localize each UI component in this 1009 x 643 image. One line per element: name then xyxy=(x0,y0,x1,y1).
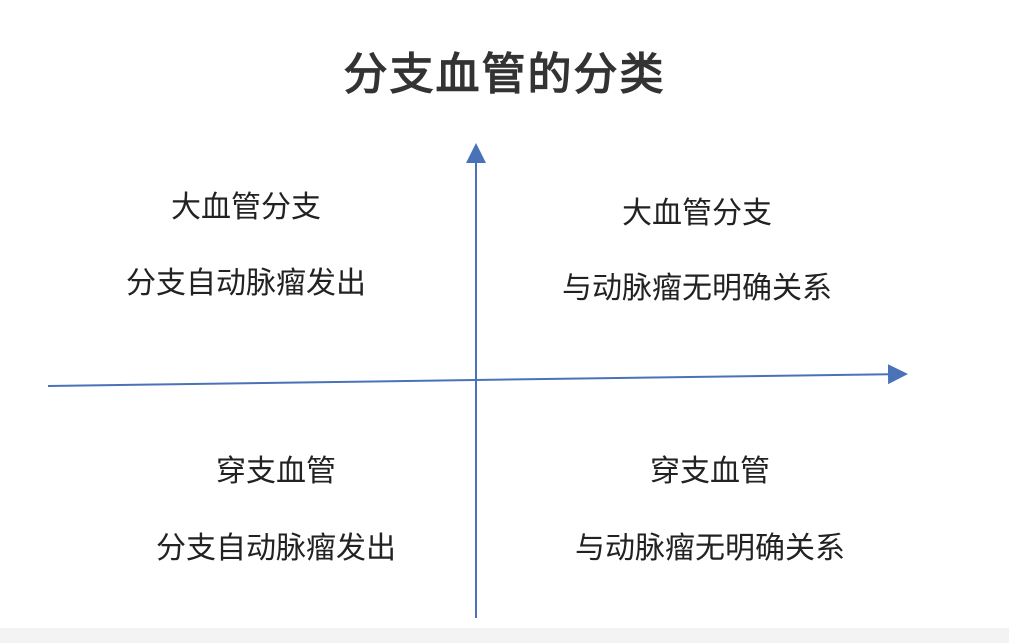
top-right-line-1: 大血管分支 xyxy=(622,196,772,231)
bottom-right-line-1: 穿支血管 xyxy=(650,454,770,489)
top-right-line-2: 与动脉瘤无明确关系 xyxy=(562,271,832,306)
bottom-right-line-2: 与动脉瘤无明确关系 xyxy=(575,531,845,566)
footer-band xyxy=(0,628,1009,643)
bottom-left-line-1: 穿支血管 xyxy=(216,454,336,489)
top-left-line-1: 大血管分支 xyxy=(171,190,321,225)
top-left-line-2: 分支自动脉瘤发出 xyxy=(126,266,366,301)
page-title: 分支血管的分类 xyxy=(343,49,666,100)
bottom-left-line-2: 分支自动脉瘤发出 xyxy=(156,531,396,566)
